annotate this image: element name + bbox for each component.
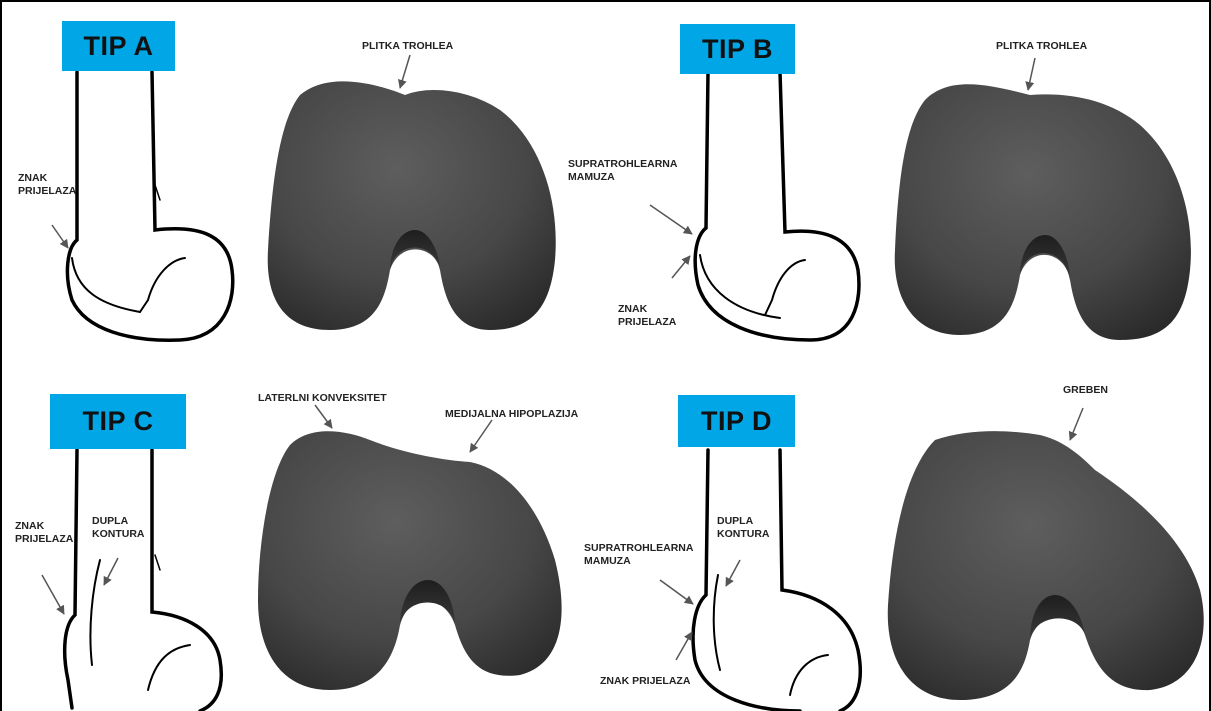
tip-b-supratrohlearna-label: SUPRATROHLEARNA MAMUZA (568, 158, 677, 184)
tip-a-plitka-arrow (400, 55, 410, 88)
tip-d-dupla-arrow (726, 560, 740, 586)
tip-c-laterlni-konveksitet-label: LATERLNI KONVEKSITET (258, 392, 387, 405)
tip-d-title: TIP D (701, 406, 772, 437)
tip-b-title: TIP B (702, 34, 773, 65)
tip-d-condyle (888, 431, 1204, 700)
tip-a-condyle (268, 81, 556, 330)
tip-d-greben-label: GREBEN (1063, 384, 1108, 397)
tip-b-znak-prijelaza-label: ZNAK PRIJELAZA (618, 303, 676, 329)
tip-d-znak-arrow (676, 632, 692, 660)
tip-c-title: TIP C (82, 406, 153, 437)
tip-b-plitka-trohlea-label: PLITKA TROHLEA (996, 40, 1087, 53)
tip-a-znak-arrow (52, 225, 68, 248)
tip-c-dupla-arrow (104, 558, 118, 585)
tip-c-znak-prijelaza-label: ZNAK PRIJELAZA (15, 520, 73, 546)
tip-d-znak-prijelaza-label: ZNAK PRIJELAZA (600, 675, 690, 688)
tip-b-femur-outline (695, 72, 859, 340)
tip-b-condyle (895, 84, 1191, 340)
tip-c-dupla-kontura-label: DUPLA KONTURA (92, 515, 145, 541)
tip-b-znak-arrow (672, 256, 690, 278)
tip-d-femur-outline (693, 450, 860, 711)
tip-b-badge: TIP B (680, 24, 795, 74)
tip-a-badge: TIP A (62, 21, 175, 71)
tip-c-medijalna-arrow (470, 420, 492, 452)
tip-d-dupla-kontura-label: DUPLA KONTURA (717, 515, 770, 541)
tip-c-badge: TIP C (50, 394, 186, 449)
tip-a-femur-outline (67, 72, 232, 340)
tip-a-znak-prijelaza-label: ZNAK PRIJELAZA (18, 172, 76, 198)
tip-c-femur-outline (65, 450, 222, 711)
tip-d-mamuza-arrow (660, 580, 693, 604)
tip-b-plitka-arrow (1028, 58, 1035, 90)
tip-a-plitka-trohlea-label: PLITKA TROHLEA (362, 40, 453, 53)
tip-d-supratrohlearna-label: SUPRATROHLEARNA MAMUZA (584, 542, 693, 568)
tip-c-condyle (258, 431, 562, 690)
tip-c-medijalna-hipoplazija-label: MEDIJALNA HIPOPLAZIJA (445, 408, 578, 421)
tip-c-znak-arrow (42, 575, 64, 614)
tip-d-greben-arrow (1070, 408, 1083, 440)
tip-c-laterlni-arrow (315, 405, 332, 428)
tip-b-mamuza-arrow (650, 205, 692, 234)
tip-a-title: TIP A (83, 31, 153, 62)
tip-d-badge: TIP D (678, 395, 795, 447)
